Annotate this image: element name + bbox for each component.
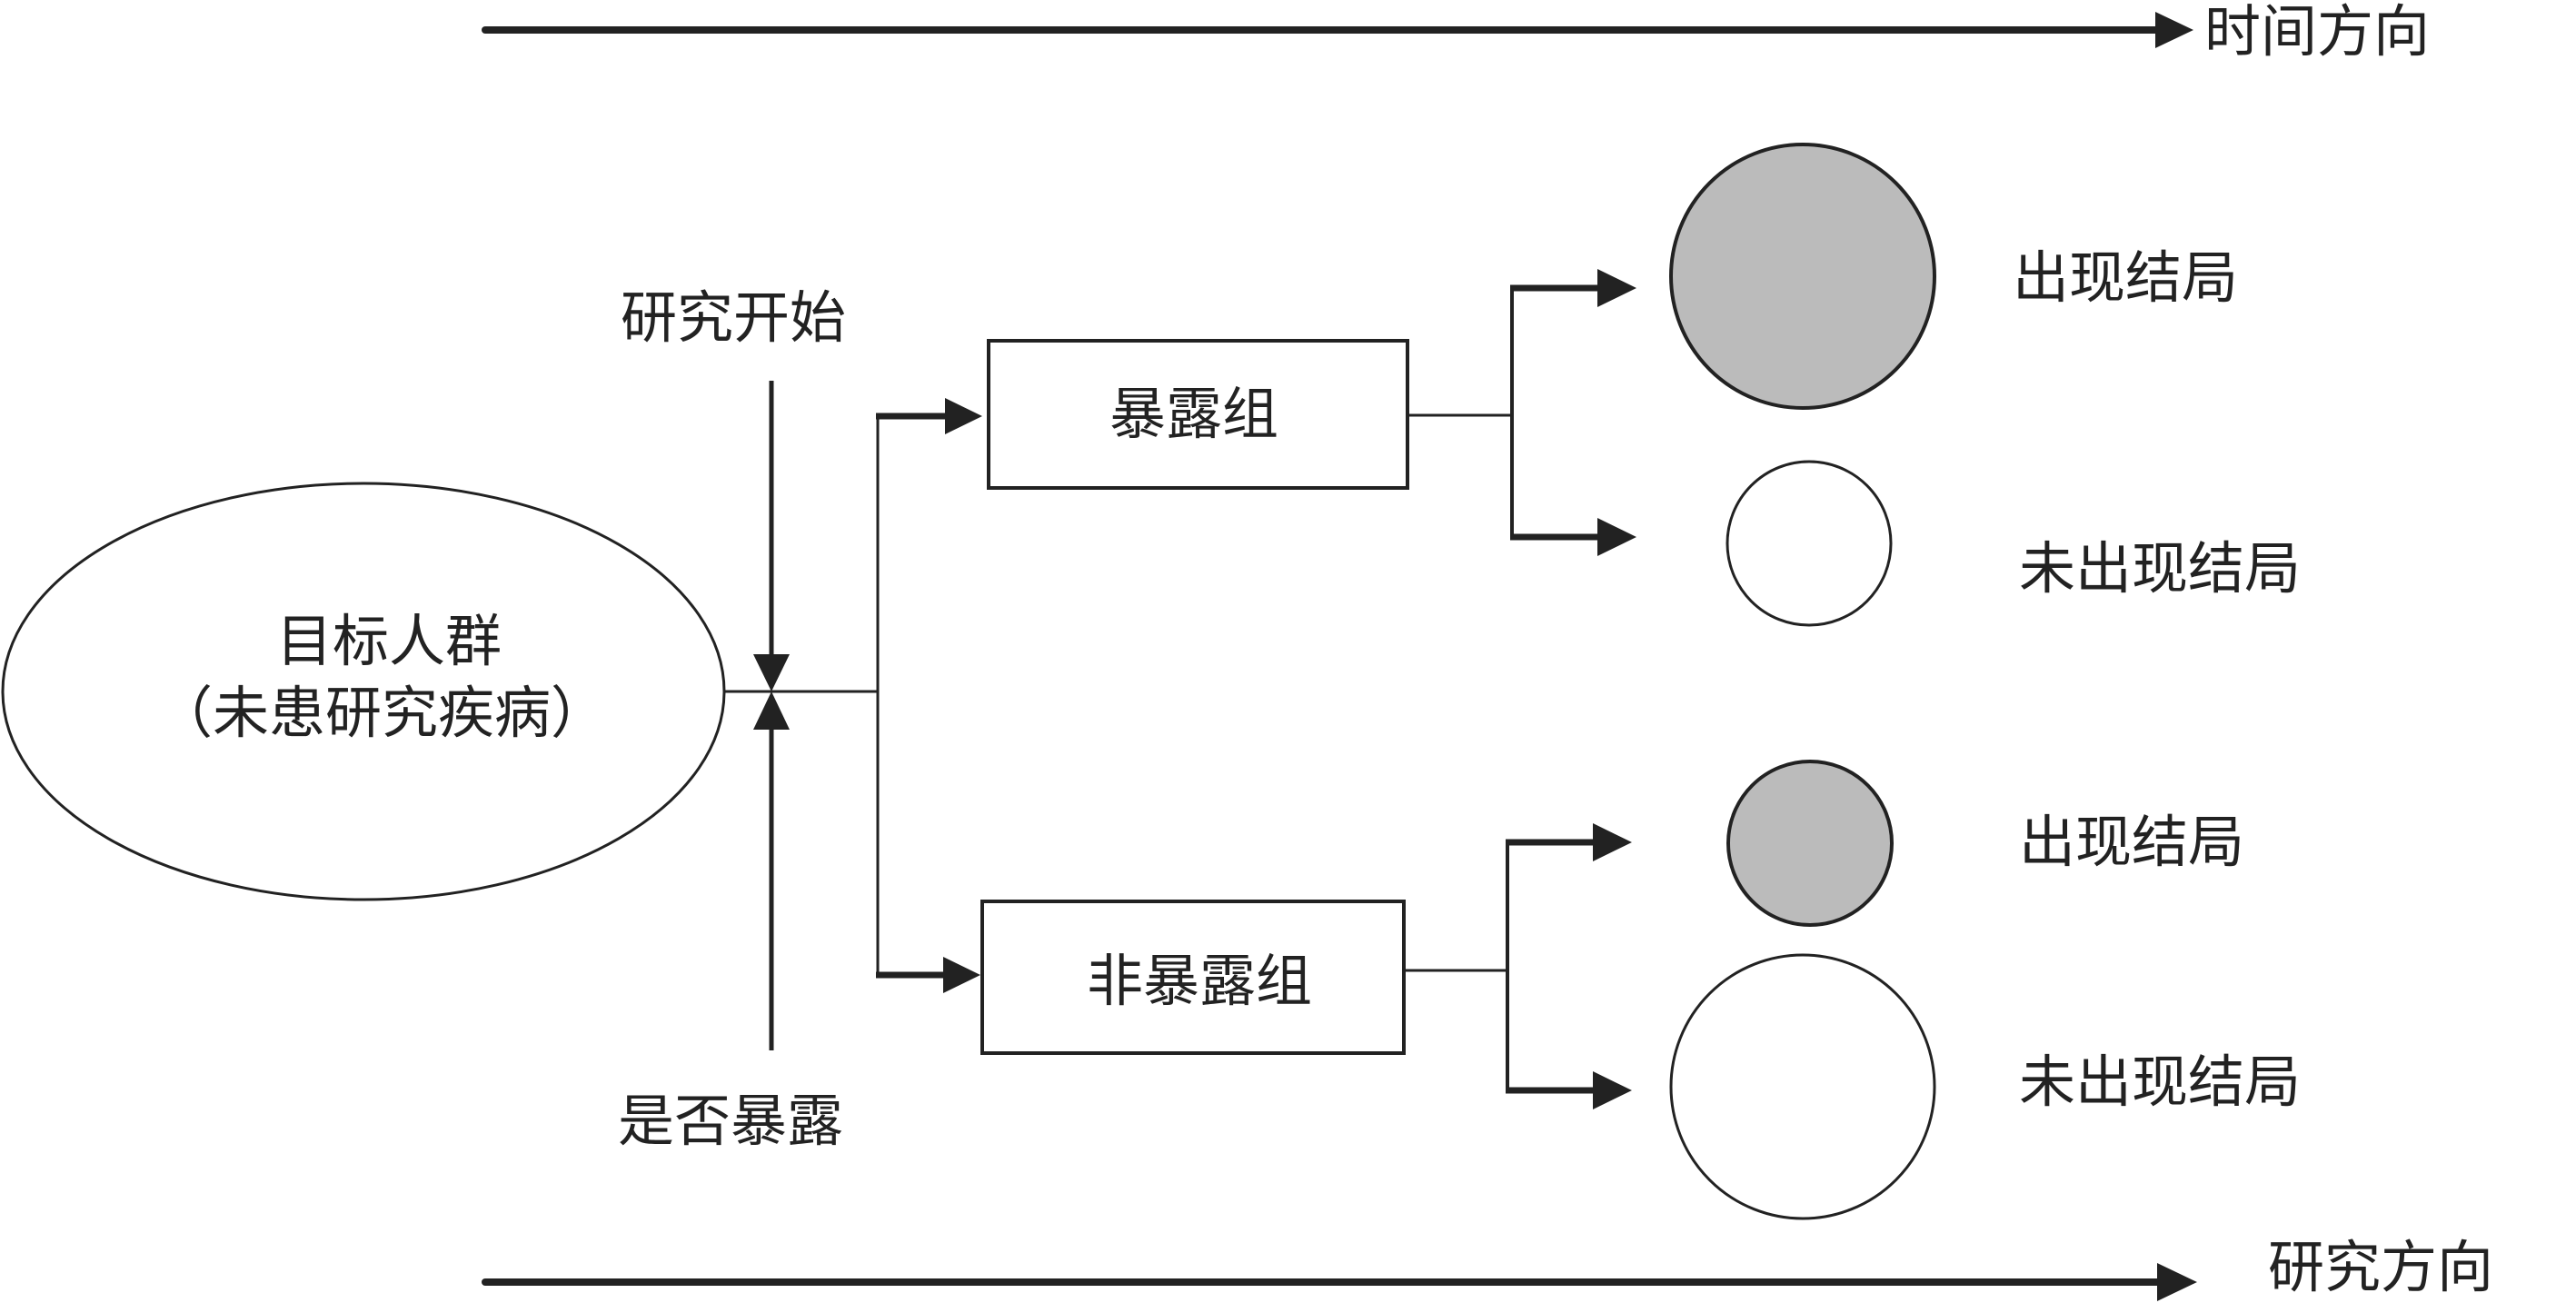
- exposed-group-box: [987, 339, 1409, 490]
- time-axis-arrowhead-icon: [2155, 12, 2193, 48]
- target-population-sublabel: （未患研究疾病）: [156, 683, 607, 745]
- unexposed-outcome-branches: [1404, 823, 1632, 1109]
- study-start-label: 研究开始: [621, 288, 846, 350]
- split-connector: [724, 398, 982, 993]
- exposed-arrowhead-icon: [945, 398, 982, 434]
- time-direction-label: 时间方向: [2204, 2, 2430, 64]
- unexposed-no-outcome-arrowhead-icon: [1593, 1071, 1632, 1109]
- unexposed-group: 非暴露组: [980, 900, 1406, 1055]
- unexposed-outcome-arrowhead-icon: [1593, 823, 1632, 861]
- unexposed-no-outcome-circle: [1669, 953, 1936, 1220]
- exposed-no-outcome-label: 未出现结局: [2019, 539, 2301, 601]
- time-direction-arrow: [482, 12, 2193, 48]
- unexposed-group-label: 非暴露组: [1087, 951, 1312, 1013]
- exposed-no-outcome-circle: [1726, 460, 1893, 627]
- exposure-status-label: 是否暴露: [618, 1091, 843, 1153]
- exposed-outcome-branches: [1407, 269, 1636, 556]
- exposed-outcome-circle: [1669, 143, 1936, 410]
- unexposed-arrowhead-icon: [943, 957, 980, 993]
- exposed-group: 暴露组: [987, 339, 1409, 490]
- unexposed-group-box: [980, 900, 1406, 1055]
- exposure-arrowhead-icon: [753, 691, 790, 730]
- exposed-outcome-arrowhead-icon: [1597, 269, 1636, 307]
- exposed-outcome-label: 出现结局: [2013, 248, 2238, 310]
- study-axis-arrowhead-icon: [2157, 1263, 2197, 1301]
- unexposed-outcome-label: 出现结局: [2019, 812, 2244, 874]
- exposed-no-outcome-arrowhead-icon: [1597, 518, 1636, 556]
- unexposed-outcome-circle: [1726, 760, 1894, 927]
- target-population: 目标人群 （未患研究疾病）: [1, 482, 726, 901]
- study-direction-arrow: [482, 1263, 2197, 1301]
- study-direction-label: 研究方向: [2268, 1238, 2493, 1299]
- unexposed-no-outcome-label: 未出现结局: [2019, 1052, 2301, 1114]
- exposed-group-label: 暴露组: [1109, 384, 1278, 446]
- target-population-label: 目标人群: [276, 612, 502, 673]
- study-start-arrowhead-icon: [753, 654, 790, 691]
